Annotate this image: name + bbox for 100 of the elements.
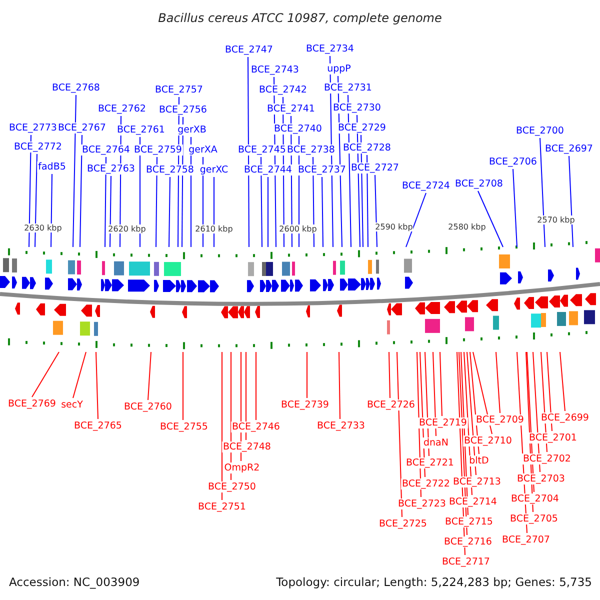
scale-label: 2580 kbp: [448, 222, 486, 232]
leader-line: [374, 174, 378, 248]
gene-label: uppP: [326, 64, 352, 74]
leader-line: [110, 176, 112, 248]
gene-label: OmpR2: [223, 462, 261, 474]
leader-line: [432, 352, 436, 436]
gene-label: BCE_2769: [7, 398, 57, 410]
gene-label: BCE_2747: [224, 44, 274, 56]
gene-label: BCE_2702: [522, 454, 572, 464]
gene-label: gerXA: [188, 144, 218, 156]
gene-label: BCE_2704: [510, 494, 560, 504]
gene-label: BCE_2714: [448, 496, 498, 508]
footer-text: Topology: circular; Length: 5,224,283 bp; Genes: 5,735: [276, 574, 592, 591]
gene-label: BCE_2737: [297, 164, 347, 176]
leader-line: [472, 352, 492, 434]
leader-line: [156, 156, 158, 248]
gene-label: BCE_2723: [397, 498, 447, 510]
gene-label: BCE_2759: [133, 144, 183, 156]
leader-line: [148, 352, 152, 400]
gene-label: BCE_2727: [350, 162, 400, 174]
gene-label: BCE_2760: [123, 402, 173, 412]
gene-label: BCE_2764: [81, 144, 131, 156]
gene-label: secY: [60, 400, 84, 410]
gene-label: BCE_2751: [197, 502, 247, 512]
leader-line: [80, 134, 82, 248]
leader-line: [182, 352, 184, 420]
gene-label: BCE_2744: [243, 164, 293, 176]
leader-line: [248, 56, 250, 248]
gene-label: BCE_2697: [544, 144, 594, 154]
gene-label: BCE_2701: [528, 432, 578, 444]
leader-line: [306, 352, 308, 398]
gene-label: BCE_2713: [452, 476, 502, 488]
scale-label: 2610 kbp: [195, 224, 233, 234]
gene-label: BCE_2755: [159, 422, 209, 432]
gene-label: BCE_2703: [516, 474, 566, 484]
leader-line: [34, 154, 38, 248]
leader-line: [260, 156, 262, 248]
gene-label: BCE_2734: [305, 44, 355, 54]
leader-line: [540, 138, 546, 248]
gene-label: BCE_2700: [515, 126, 565, 136]
leader-line: [50, 174, 52, 248]
leader-line: [32, 352, 60, 398]
leader-line: [338, 352, 340, 420]
gene-label: BCE_2757: [154, 84, 204, 96]
gene-label: BCE_2750: [207, 482, 257, 492]
gene-label: BCE_2699: [540, 412, 590, 424]
leader-line: [366, 154, 368, 248]
gene-label: BCE_2742: [258, 84, 308, 96]
gene-label: BCE_2725: [378, 518, 428, 530]
leader-line: [168, 176, 170, 248]
scale-label: 2620 kbp: [108, 224, 146, 234]
gene-label: BCE_2724: [401, 180, 451, 192]
gene-label: bltD: [468, 456, 490, 466]
scale-label: 2630 kbp: [24, 224, 62, 232]
leader-line: [496, 352, 500, 414]
leader-line: [440, 352, 442, 416]
gene-label: BCE_2768: [51, 82, 101, 94]
gene-label: BCE_2756: [158, 104, 208, 116]
scale-label: 2590 kbp: [375, 222, 413, 232]
gene-label: BCE_2743: [250, 64, 300, 76]
gene-label: BCE_2717: [441, 556, 491, 568]
leader-line: [546, 352, 552, 432]
leader-line: [72, 352, 86, 398]
gene-label: BCE_2773: [8, 122, 58, 134]
gene-label: BCE_2765: [73, 420, 123, 432]
gene-label: BCE_2739: [280, 400, 330, 410]
gene-label: BCE_2767: [57, 122, 107, 134]
title: Bacillus cereus ATCC 10987, complete genome: [157, 10, 443, 27]
gene-label: BCE_2740: [273, 124, 323, 134]
leader-line: [72, 94, 76, 248]
gene-label: dnaN: [422, 438, 450, 448]
gene-label: BCE_2708: [454, 178, 504, 190]
gene-label: BCE_2748: [222, 442, 272, 452]
gene-label: gerXC: [198, 164, 230, 176]
gene-label: BCE_2726: [366, 400, 416, 410]
leader-line: [388, 352, 390, 398]
leader-line: [96, 352, 98, 420]
leader-line: [568, 156, 574, 248]
leader-line: [560, 352, 566, 412]
footer-text: Accession: NC_003909: [9, 574, 140, 591]
gene-label: BCE_2761: [116, 124, 166, 136]
gene-label: BCE_2730: [332, 102, 382, 114]
gene-label: fadB5: [37, 162, 67, 172]
gene-label: BCE_2762: [97, 104, 147, 114]
gene-label: BCE_2706: [488, 156, 538, 168]
gene-label: BCE_2741: [266, 104, 316, 114]
scale-label: 2600 kbp: [279, 224, 317, 234]
gene-label: BCE_2728: [342, 142, 392, 154]
gene-label: BCE_2763: [86, 164, 136, 174]
gene-label: gerXB: [176, 124, 208, 136]
gene-label: BCE_2707: [501, 534, 551, 546]
leader-line: [512, 168, 518, 248]
leader-line: [466, 352, 476, 476]
gene-label: BCE_2721: [405, 458, 455, 468]
gene-label: BCE_2705: [509, 514, 559, 524]
leader-line: [322, 176, 324, 248]
gene-label: BCE_2709: [475, 414, 525, 426]
gene-label: BCE_2715: [444, 516, 494, 528]
gene-label: BCE_2716: [443, 536, 493, 548]
gene-label: BCE_2758: [145, 164, 195, 176]
